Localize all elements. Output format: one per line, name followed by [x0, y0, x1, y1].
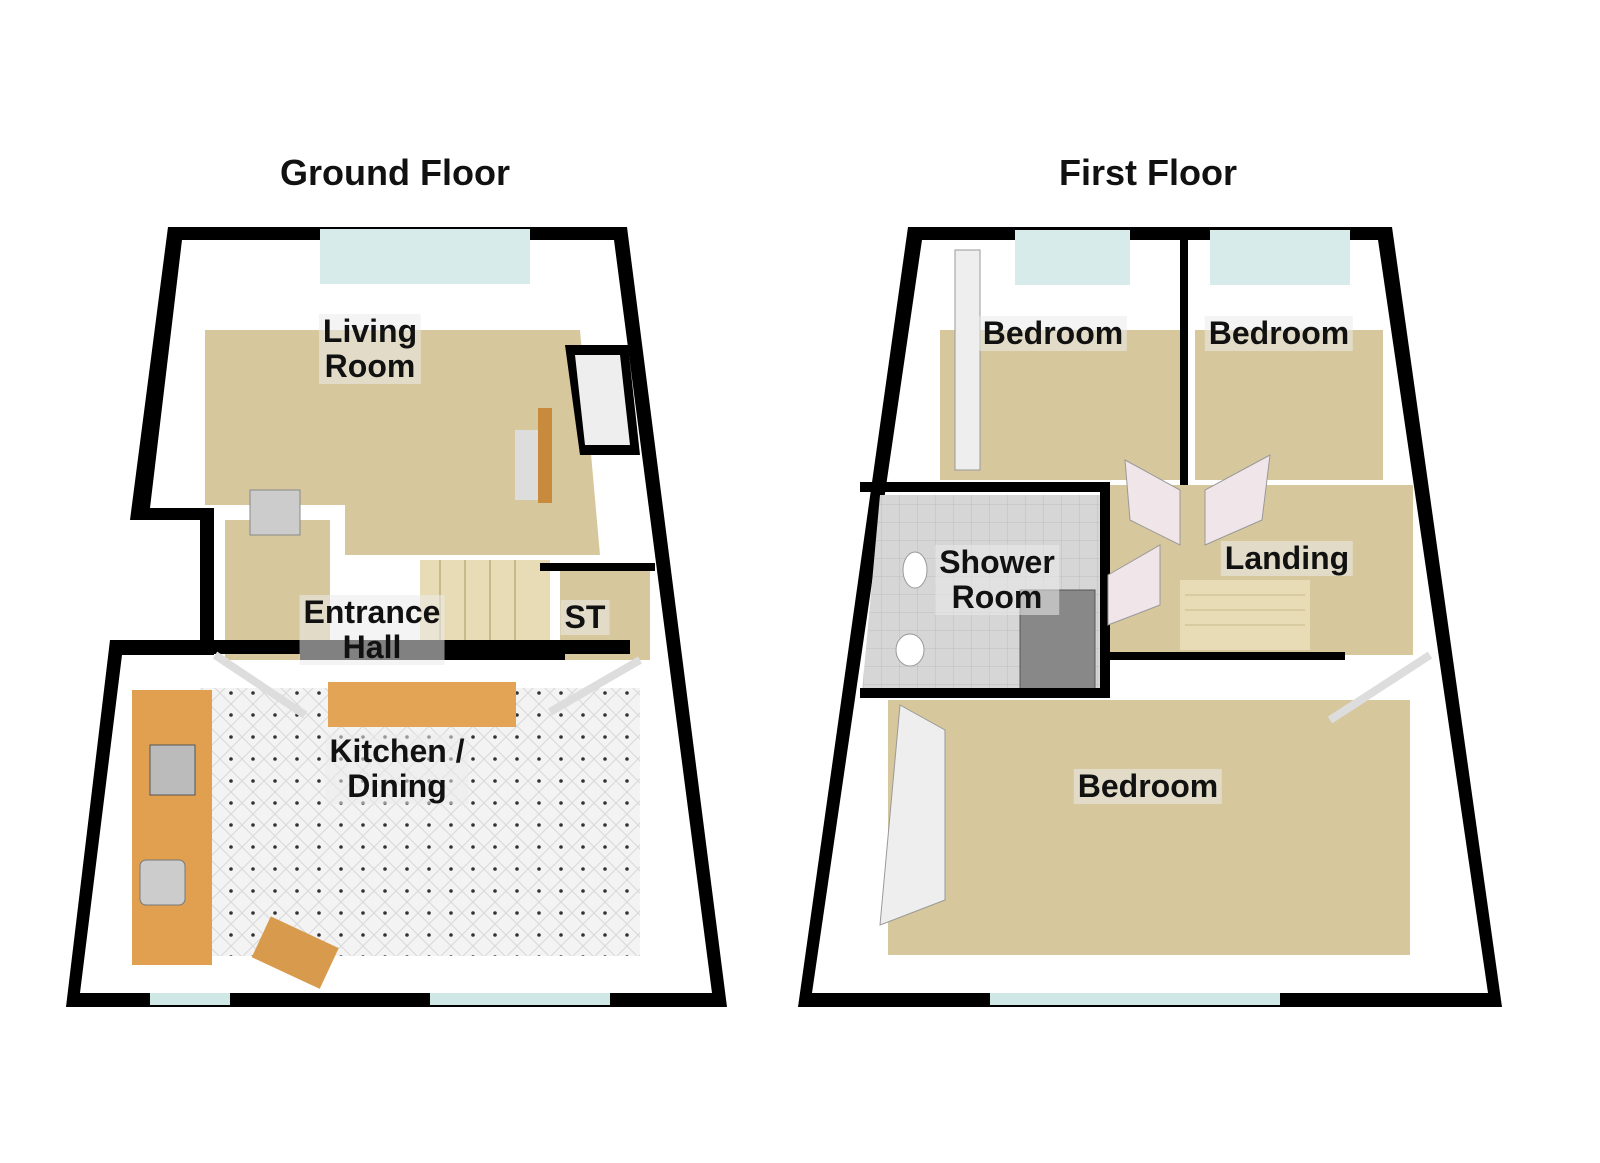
- landing-label: Landing: [1220, 541, 1354, 576]
- landing-staircase: [1180, 580, 1310, 650]
- landing-wall: [1100, 652, 1345, 660]
- storage-label: ST: [560, 600, 610, 635]
- bedroom-divider-wall: [1180, 228, 1188, 488]
- bedroom-main-top-wall: [860, 688, 1110, 698]
- living-room-label: Living Room: [318, 313, 422, 384]
- kitchen-window-left: [150, 993, 230, 1005]
- storage-wall: [540, 563, 655, 571]
- bedroom-main-floor: [888, 700, 1410, 955]
- radiator: [249, 489, 301, 536]
- toilet-icon: [902, 551, 928, 589]
- hall-door: [212, 651, 308, 719]
- entrance-hall-label-line1: Entrance: [303, 594, 441, 630]
- kitchen-floor: [200, 688, 640, 956]
- living-room-label-line2: Room: [324, 348, 416, 384]
- wardrobe-main: [879, 704, 946, 926]
- bedroom-main-window: [990, 993, 1280, 1005]
- bedroom-left-label: Bedroom: [978, 316, 1128, 351]
- kitchen-dining-label: Kitchen / Dining: [325, 733, 469, 804]
- bedroom-right-window: [1210, 230, 1350, 285]
- shower-room-wall: [860, 482, 1110, 492]
- first-floor-plan: [798, 227, 1502, 1007]
- kitchen-dining-label-line2: Dining: [347, 768, 447, 804]
- living-room-floor: [205, 330, 600, 555]
- living-room-window: [320, 229, 530, 284]
- tv-stand: [538, 408, 552, 503]
- bedroom-left-window: [1015, 230, 1130, 285]
- chimney-recess: [575, 355, 630, 445]
- bedroom-main-label: Bedroom: [1073, 769, 1223, 804]
- kitchen-table: [251, 916, 339, 989]
- landing-doors: [1107, 454, 1271, 626]
- entrance-hall-label: Entrance Hall: [299, 594, 445, 665]
- kitchen-island: [328, 682, 516, 727]
- shower-room-label-line1: Shower: [939, 544, 1055, 580]
- bedroom-right-floor: [1195, 330, 1383, 480]
- kitchen-dining-label-line1: Kitchen /: [329, 733, 465, 769]
- hob-icon: [149, 744, 196, 796]
- kitchen-window-right: [430, 993, 610, 1005]
- kitchen-worktop-left: [132, 690, 212, 965]
- storage-door: [547, 656, 643, 716]
- basin-icon: [895, 633, 925, 667]
- shower-room-label-line2: Room: [951, 579, 1043, 615]
- shower-room-wall-right: [1100, 482, 1110, 697]
- ground-floor-title: Ground Floor: [280, 152, 510, 193]
- sink-icon: [139, 859, 186, 906]
- shower-room-label: Shower Room: [935, 545, 1059, 615]
- first-floor-title: First Floor: [1059, 152, 1237, 193]
- ground-floor-plan: [66, 227, 727, 1007]
- bedroom-right-label: Bedroom: [1204, 316, 1354, 351]
- entrance-hall-label-line2: Hall: [342, 629, 402, 665]
- bedroom-main-door: [1327, 651, 1433, 724]
- wardrobe-left: [954, 249, 981, 471]
- living-room-label-line1: Living: [322, 313, 418, 349]
